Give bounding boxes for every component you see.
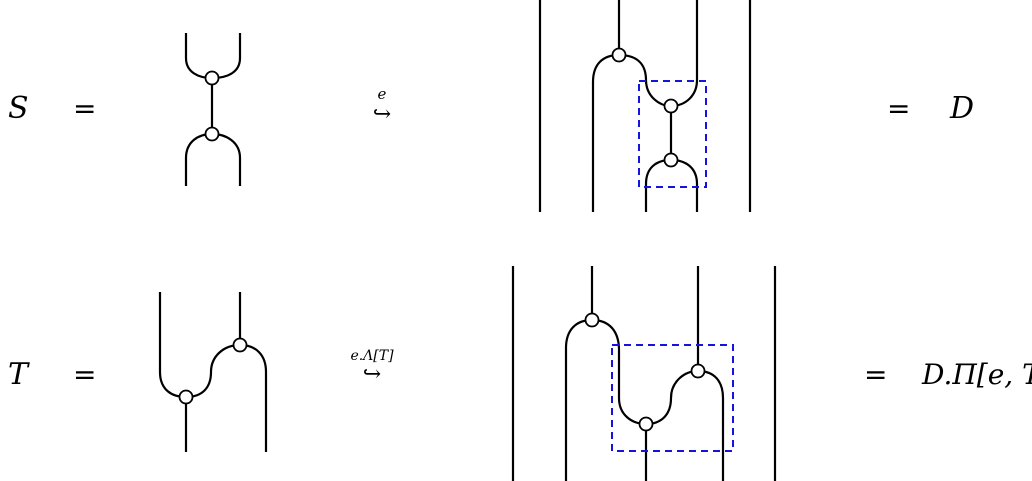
- highlight-box: [611, 344, 734, 452]
- equals-sign-d: =: [887, 92, 910, 125]
- diagram-s: [184, 33, 242, 186]
- wire: [184, 33, 213, 80]
- label-d: D: [949, 91, 974, 126]
- node: [690, 363, 706, 379]
- wire: [239, 343, 268, 452]
- diagram-d-pi: [511, 266, 777, 481]
- equals-sign-s: =: [73, 92, 96, 125]
- wire: [211, 33, 242, 80]
- wire: [697, 369, 725, 481]
- node: [638, 416, 654, 432]
- node: [204, 126, 220, 142]
- equals-sign-t: =: [73, 358, 96, 391]
- arrow-label-e: e: [378, 85, 387, 103]
- wire: [211, 132, 242, 186]
- label-t: T: [8, 357, 30, 392]
- node: [611, 47, 627, 63]
- wire: [184, 132, 213, 186]
- highlight-box: [638, 80, 707, 188]
- node: [663, 152, 679, 168]
- node: [178, 389, 194, 405]
- wire: [591, 53, 620, 212]
- row-2: T = e.Λ[T] ↪: [8, 266, 1032, 481]
- wire: [670, 0, 699, 108]
- diagram-d: [538, 0, 752, 212]
- wire: [185, 343, 241, 399]
- row-1: S = e ↪: [8, 0, 974, 212]
- node: [663, 98, 679, 114]
- arrow-label-e-lambda-t: e.Λ[T]: [350, 348, 394, 364]
- node: [584, 312, 600, 328]
- node: [204, 70, 220, 86]
- diagram-t: [158, 292, 268, 452]
- wire: [564, 318, 593, 481]
- wire: [645, 369, 699, 426]
- wire: [591, 318, 647, 426]
- label-d-pi-e-t: D.Π[e, T]: [921, 358, 1032, 391]
- hook-arrow-icon: ↪: [373, 102, 391, 127]
- wire: [158, 292, 187, 399]
- equals-sign-d-pi: =: [864, 358, 887, 391]
- hook-arrow-icon: ↪: [363, 362, 381, 387]
- node: [232, 337, 248, 353]
- label-s: S: [8, 91, 29, 126]
